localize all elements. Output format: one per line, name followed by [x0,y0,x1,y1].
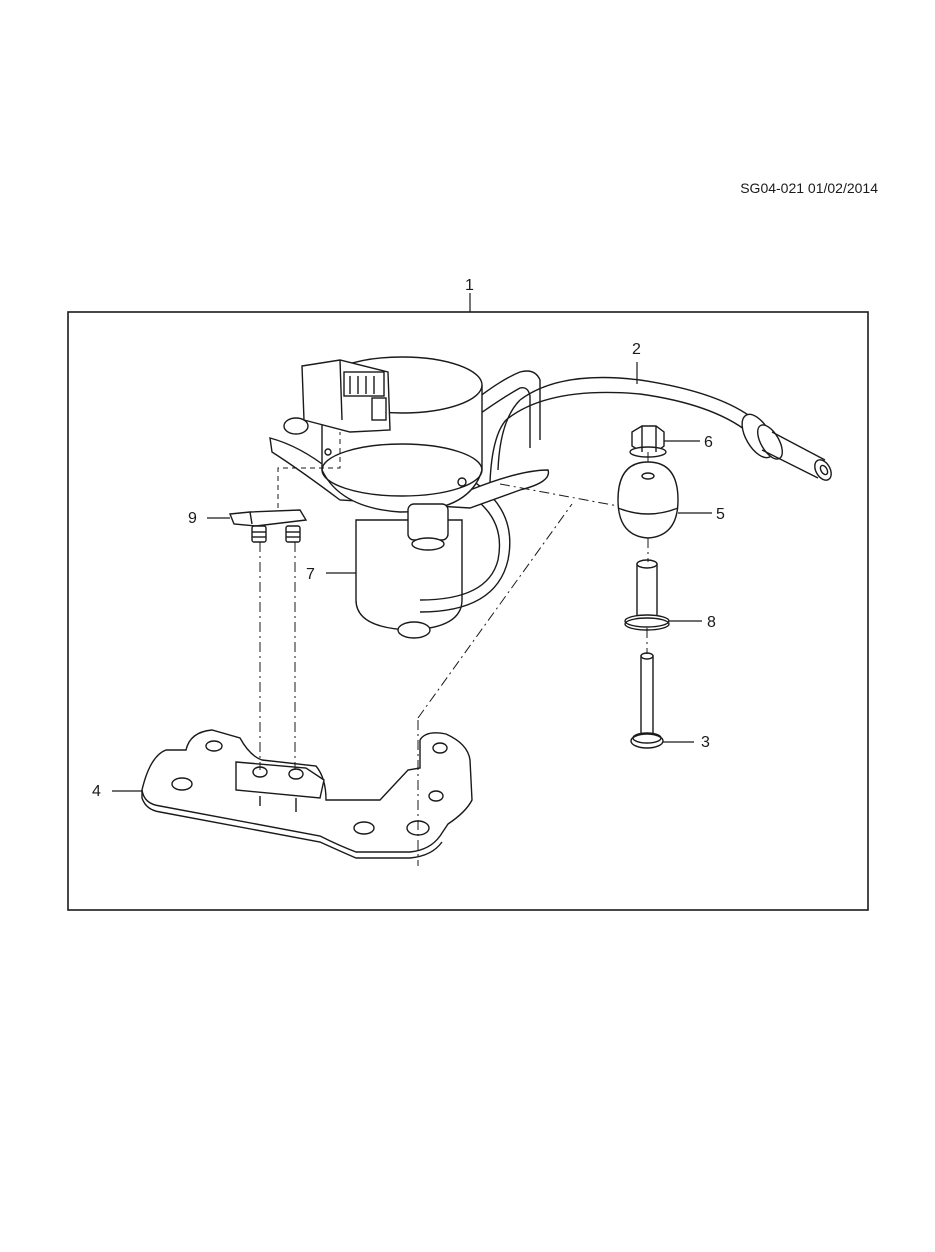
callout-8: 8 [707,614,716,631]
callout-2: 2 [632,341,641,358]
connector-guide-lines [277,432,341,508]
callout-6: 6 [704,434,713,451]
part-4-bracket [141,729,473,859]
part-9-clip [229,509,308,543]
callout-9: 9 [188,510,197,527]
callout-4: 4 [92,783,101,800]
part-3-bolt [630,652,664,749]
part-2-hose [385,370,832,483]
callout-3: 3 [701,734,710,751]
assembly-guide-lines [259,452,649,866]
callout-7: 7 [306,566,315,583]
part-8-sleeve [624,559,670,631]
assembly-frame [67,311,869,911]
callout-1: 1 [465,277,474,294]
drawing-reference-code: SG04-021 01/02/2014 [740,180,878,196]
part-5-isolator [617,461,679,539]
callout-5: 5 [716,506,725,523]
part-7-vacuum-pump [269,356,550,639]
